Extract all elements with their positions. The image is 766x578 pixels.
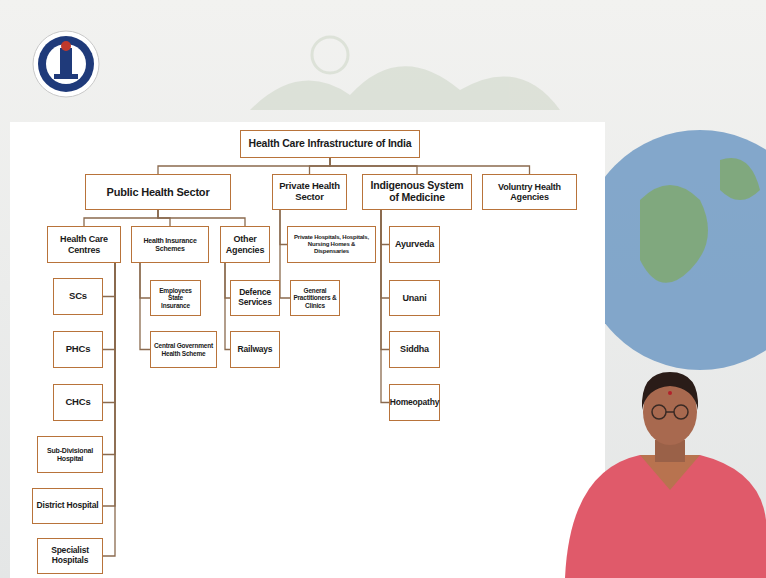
- hierarchy-box: Siddha: [389, 331, 440, 368]
- tree-connector: [310, 158, 331, 174]
- hierarchy-box: Private Health Sector: [272, 174, 347, 210]
- tree-connector: [103, 263, 115, 403]
- hierarchy-box: District Hospital: [32, 488, 103, 524]
- hierarchy-box: PHCs: [53, 331, 103, 368]
- tree-connector: [280, 210, 287, 245]
- hierarchy-box: Health Insurance Schemes: [131, 226, 209, 263]
- diagram-panel: [10, 122, 605, 578]
- tree-connector: [103, 263, 115, 506]
- box-label: Unani: [402, 293, 426, 303]
- box-label: SCs: [69, 291, 87, 302]
- box-label: Employees State Insurance: [153, 287, 198, 309]
- hierarchy-box: Ayurveda: [389, 226, 440, 263]
- hierarchy-box: Central Government Health Scheme: [150, 331, 217, 368]
- box-label: Public Health Sector: [107, 186, 210, 198]
- box-label: Other Agencies: [223, 234, 267, 254]
- faint-landscape: [250, 37, 560, 110]
- lecturer-video: [565, 372, 766, 578]
- box-label: PHCs: [66, 344, 91, 355]
- tree-connector: [158, 158, 330, 174]
- box-label: District Hospital: [37, 501, 99, 511]
- box-label: Central Government Health Scheme: [153, 342, 214, 357]
- hierarchy-box: General Practitioners & Clinics: [290, 280, 340, 316]
- box-label: Railways: [238, 345, 273, 355]
- box-label: Private Health Sector: [275, 181, 344, 202]
- tree-connector: [140, 263, 150, 298]
- hierarchy-box: Other Agencies: [220, 226, 270, 263]
- tree-connector: [381, 210, 389, 298]
- tree-connector: [158, 210, 245, 226]
- hierarchy-box: Specialist Hospitals: [37, 538, 103, 574]
- tree-connector: [330, 158, 530, 174]
- tree-connector: [103, 263, 115, 297]
- hierarchy-box: Public Health Sector: [85, 174, 231, 210]
- box-label: Private Hospitals, Hospitals, Nursing Ho…: [290, 234, 373, 254]
- tree-connector: [381, 210, 389, 245]
- globe-art: [605, 130, 766, 370]
- tree-connector: [140, 263, 150, 350]
- hierarchy-box: Voluntry Health Agencies: [482, 174, 577, 210]
- tree-connector: [381, 210, 389, 350]
- box-label: Specialist Hospitals: [40, 546, 100, 565]
- box-label: Ayurveda: [395, 239, 434, 249]
- box-label: Health Insurance Schemes: [134, 237, 206, 253]
- hierarchy-box: Health Care Centres: [47, 226, 121, 263]
- box-label: Homeopathy: [390, 398, 439, 408]
- box-label: General Practitioners & Clinics: [293, 287, 337, 309]
- hierarchy-box: Defence Services: [230, 280, 280, 316]
- box-label: Defence Services: [233, 288, 277, 307]
- box-label: Voluntry Health Agencies: [485, 182, 574, 202]
- hierarchy-box: Railways: [230, 331, 280, 368]
- hierarchy-box: Indigenous System of Medicine: [362, 174, 472, 210]
- box-label: Indigenous System of Medicine: [365, 180, 469, 204]
- hierarchy-box: Employees State Insurance: [150, 280, 201, 316]
- hierarchy-box: Sub-Divisional Hospital: [37, 436, 103, 473]
- tree-connector: [103, 263, 115, 455]
- box-label: Sub-Divisional Hospital: [40, 447, 100, 463]
- box-label: Health Care Centres: [50, 234, 118, 254]
- box-label: Siddha: [400, 344, 429, 354]
- tree-connector: [103, 263, 115, 556]
- tree-connector: [103, 263, 115, 350]
- institute-logo: [33, 31, 99, 97]
- hierarchy-box: Private Hospitals, Hospitals, Nursing Ho…: [287, 226, 376, 263]
- hierarchy-box: Unani: [389, 280, 440, 316]
- hierarchy-box: Health Care Infrastructure of India: [240, 130, 420, 158]
- box-label: Health Care Infrastructure of India: [249, 138, 412, 150]
- hierarchy-box: Homeopathy: [389, 384, 440, 421]
- hierarchy-box: SCs: [53, 278, 103, 315]
- hierarchy-box: CHCs: [53, 384, 103, 421]
- tree-connector: [84, 210, 158, 226]
- box-label: CHCs: [65, 397, 90, 408]
- tree-connector: [381, 210, 389, 403]
